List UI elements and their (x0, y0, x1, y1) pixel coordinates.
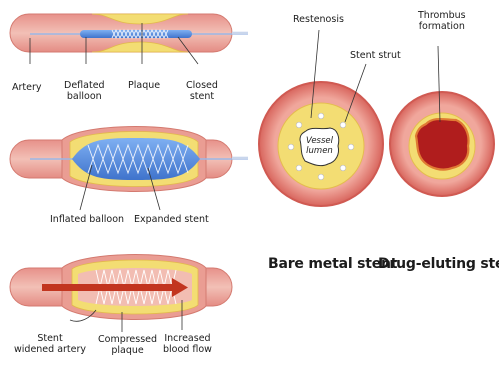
panel-2-inflated-balloon (10, 127, 248, 211)
label-plaque: Plaque (128, 80, 160, 91)
label-compressed-plaque: Compressed plaque (98, 334, 157, 356)
label-inflated-balloon: Inflated balloon (50, 214, 124, 225)
label-thrombus-formation: Thrombus formation (418, 10, 466, 32)
label-vessel-lumen: Vessel lumen (306, 136, 333, 156)
label-stent-widened-line1: Stent (14, 333, 86, 344)
label-increased-line2: blood flow (163, 344, 212, 355)
label-thrombus-line1: Thrombus (418, 10, 466, 21)
label-expanded-stent: Expanded stent (134, 214, 209, 225)
label-deflated-balloon-line1: Deflated (64, 80, 105, 91)
deflated-balloon (80, 30, 192, 38)
inflated-balloon (72, 138, 200, 180)
label-vessel-lumen-line1: Vessel (306, 136, 333, 146)
panel-1-deflated-balloon (10, 14, 248, 64)
label-artery: Artery (12, 82, 42, 93)
label-thrombus-line2: formation (418, 21, 466, 32)
label-stent-widened-artery: Stent widened artery (14, 333, 86, 355)
label-closed-stent-line2: stent (186, 91, 218, 102)
label-increased-line1: Increased (163, 333, 212, 344)
thrombus (416, 119, 469, 170)
cross-section-drug-eluting (390, 46, 494, 196)
label-deflated-balloon-line2: balloon (64, 91, 105, 102)
label-compressed-plaque-line1: Compressed (98, 334, 157, 345)
label-vessel-lumen-line2: lumen (306, 146, 333, 156)
label-deflated-balloon: Deflated balloon (64, 80, 105, 102)
label-drug-eluting-stent: Drug-eluting stent (378, 256, 499, 272)
label-restenosis: Restenosis (293, 14, 344, 25)
label-increased-blood-flow: Increased blood flow (163, 333, 212, 355)
label-stent-strut: Stent strut (350, 50, 401, 61)
panel-3-stent-widened (10, 255, 232, 333)
label-closed-stent: Closed stent (186, 80, 218, 102)
label-closed-stent-line1: Closed (186, 80, 218, 91)
label-stent-widened-line2: widened artery (14, 344, 86, 355)
label-compressed-plaque-line2: plaque (98, 345, 157, 356)
